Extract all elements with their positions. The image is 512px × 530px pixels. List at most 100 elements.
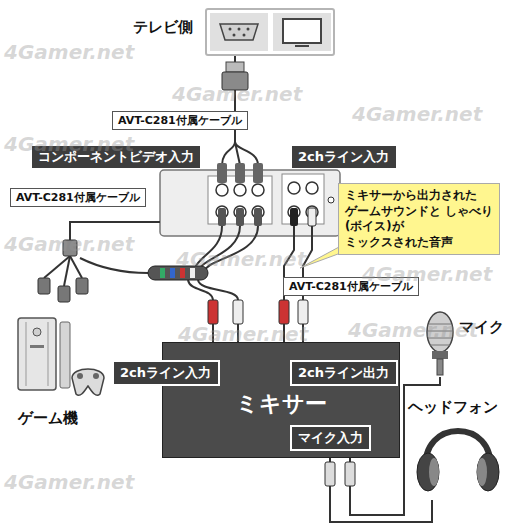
headphones: [417, 431, 499, 491]
rca-jack: [216, 184, 228, 196]
cable: [212, 324, 214, 342]
port-label: コンポーネントビデオ入力: [32, 146, 200, 168]
node-text: ヘッドフォン: [408, 398, 498, 417]
rca-plug: [217, 163, 227, 183]
ear-cup: [417, 453, 439, 491]
icon-panel: [273, 13, 331, 51]
mini-plug: [325, 462, 335, 486]
cable: [198, 280, 238, 300]
controller-stick: [77, 373, 83, 379]
console-body: [18, 318, 56, 390]
cable: [80, 258, 148, 273]
mic-grille: [428, 331, 452, 332]
vga-plug: [222, 72, 248, 90]
mic-head: [427, 312, 453, 352]
watermark: 4Gamer.net: [172, 82, 302, 106]
rca-plug: [218, 208, 226, 226]
dc-jack: [328, 197, 334, 203]
console-plug: [38, 278, 50, 294]
cable-bundle: [148, 266, 208, 280]
vga-icon: [220, 24, 258, 40]
mic-grille: [430, 345, 450, 346]
pin-dot: [233, 34, 236, 37]
rca-jack: [234, 184, 246, 196]
bundle-stripe: [160, 268, 165, 278]
node-text: AVT-C281付属ケーブル: [16, 190, 140, 205]
cable: [200, 226, 240, 268]
node-text: 2chライン入力: [298, 148, 390, 166]
watermark: 4Gamer.net: [176, 247, 306, 271]
console-plug: [76, 278, 88, 294]
cable: [283, 324, 285, 342]
console-side: [60, 322, 70, 388]
rca-plug: [298, 300, 308, 324]
cable: [64, 256, 70, 286]
console-plug: [58, 286, 70, 302]
rca-jack: [252, 184, 264, 196]
microphone: マイク: [408, 310, 506, 377]
mic-stem: [437, 359, 443, 375]
port-label: 2chライン入力: [292, 146, 396, 168]
controller: [72, 369, 104, 395]
microphone: [427, 312, 453, 375]
cable: [237, 324, 239, 342]
pin-dot: [247, 28, 250, 31]
headphones: ヘッドフォン: [408, 398, 508, 500]
mic-grille: [428, 338, 452, 339]
cable-connector: [330, 451, 432, 522]
device-body: [160, 163, 340, 236]
tv-icons: [210, 13, 331, 51]
controller-button: [93, 373, 99, 379]
pin-dot: [229, 28, 232, 31]
cable: [205, 226, 258, 270]
audio-jack: [306, 182, 318, 194]
node-text: AVT-C281付属ケーブル: [118, 113, 242, 128]
rca-plug: [279, 300, 289, 324]
mixer-box: ミキサー2chライン入力2chライン出力マイク入力: [162, 342, 400, 458]
mic-grille: [429, 324, 451, 325]
cable-label: AVT-C281付属ケーブル: [283, 277, 419, 296]
port-label: 2chライン出力: [290, 360, 398, 386]
cable: [70, 256, 82, 278]
watermark: 4Gamer.net: [348, 318, 478, 342]
node-text: 2chライン入力: [120, 364, 212, 382]
node-text: テレビ側: [133, 18, 193, 37]
rca-plug: [254, 208, 262, 226]
jack-panel: [282, 174, 324, 224]
ear-pad: [477, 458, 487, 486]
watermark: 4Gamer.net: [352, 102, 482, 126]
tv-box: テレビ側: [205, 8, 335, 56]
av-plug: [63, 240, 77, 256]
node-text: ミキサー: [163, 389, 399, 419]
node-text: ゲーム機: [18, 409, 78, 428]
rca-plug: [233, 300, 243, 324]
mini-plug: [345, 462, 355, 486]
bundle-stripe: [180, 268, 185, 278]
node-text: ミキサーから出力された ゲームサウンドと しゃべり(ボイス)が ミックスされた音…: [345, 188, 493, 250]
port-label: マイク入力: [290, 425, 371, 451]
cables: [44, 222, 312, 342]
cable: [302, 324, 304, 342]
game-console: [18, 318, 104, 395]
cable: [222, 142, 235, 165]
icon-panel: [210, 13, 268, 51]
ear-cup: [477, 453, 499, 491]
watermark: 4Gamer.net: [4, 40, 134, 64]
watermark: 4Gamer.net: [4, 470, 134, 494]
audio-jack: [288, 182, 300, 194]
monitor-stand: [295, 45, 309, 47]
rca-plug: [235, 163, 245, 183]
bundle-stripe: [190, 268, 195, 278]
node-text: コンポーネントビデオ入力: [38, 148, 194, 166]
pin-dot: [238, 28, 241, 31]
callout-box: ミキサーから出力された ゲームサウンドと しゃべり(ボイス)が ミックスされた音…: [338, 183, 500, 255]
node-text: AVT-C281付属ケーブル: [289, 279, 413, 294]
rca-plug: [236, 208, 244, 226]
audio-plug: [308, 208, 316, 226]
mic-collar: [432, 351, 448, 359]
audio-plug: [290, 208, 298, 226]
console-groove: [26, 322, 27, 386]
cable: [235, 142, 258, 165]
power-ring: [33, 328, 41, 336]
